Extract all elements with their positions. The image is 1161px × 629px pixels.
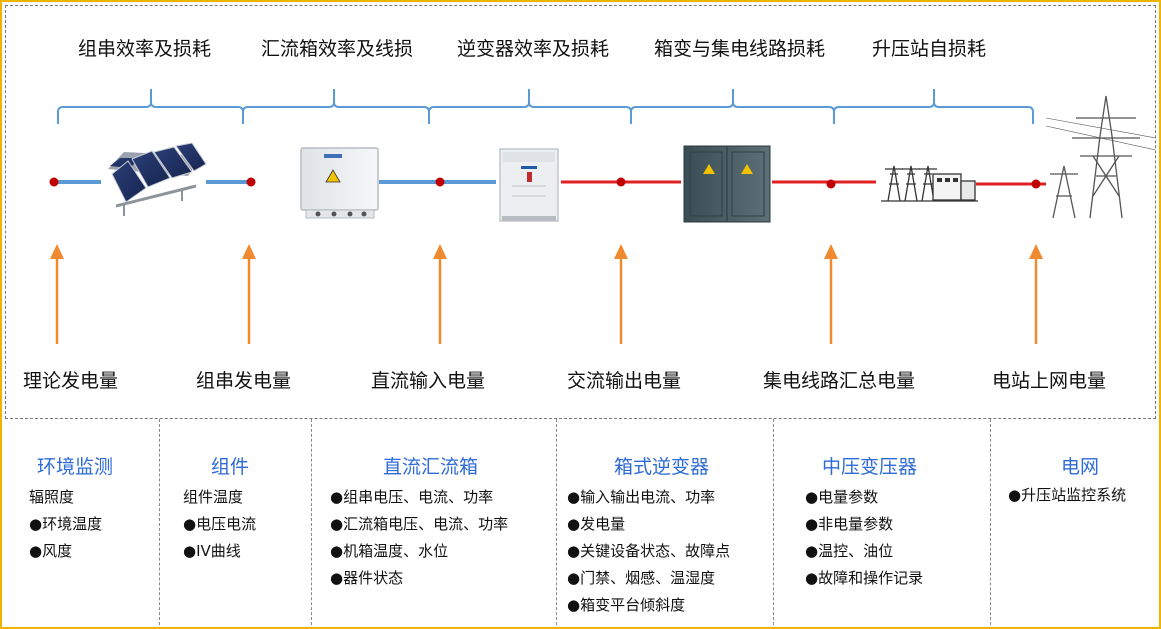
energy-arrows <box>50 244 1043 344</box>
column-divider <box>990 419 991 625</box>
loss-brace-2 <box>242 89 430 124</box>
node-theoretical <box>49 177 59 187</box>
column-dc-combiner: 直流汇流箱 ●组串电压、电流、功率 ●汇流箱电压、电流、功率 ●机箱温度、水位 … <box>311 419 556 625</box>
column-item-list: ●升压站监控系统 <box>1008 485 1126 512</box>
node-string <box>246 177 256 187</box>
column-mv-transformer: 中压变压器 ●电量参数 ●非电量参数 ●温控、油位 ●故障和操作记录 <box>773 419 990 625</box>
loss-label-inverter: 逆变器效率及损耗 <box>457 38 610 60</box>
list-item: 辐照度 <box>29 488 75 506</box>
list-item: ●升压站监控系统 <box>1008 486 1127 504</box>
column-item-list: ●输入输出电流、功率 ●发电量 ●关键设备状态、故障点 ●门禁、烟感、温湿度 ●… <box>567 487 730 622</box>
column-title: 箱式逆变器 <box>614 456 710 478</box>
energy-label-theoretical: 理论发电量 <box>23 370 119 392</box>
loss-label-combiner: 汇流箱效率及线损 <box>261 38 414 60</box>
list-item: ●器件状态 <box>330 569 404 587</box>
substation-icon <box>881 165 978 202</box>
column-divider <box>311 419 312 625</box>
energy-label-collection: 集电线路汇总电量 <box>763 370 916 392</box>
loss-label-transformer: 箱变与集电线路损耗 <box>654 38 826 60</box>
arrow-dc-input <box>433 244 447 344</box>
list-item: ●组串电压、电流、功率 <box>330 488 494 506</box>
monitoring-section: 环境监测 辐照度 ●环境温度 ●风度 组件 组件温度 ●电压电流 ●IV曲线 直… <box>5 419 1155 625</box>
node-collection <box>826 179 836 189</box>
list-item: ●电量参数 <box>805 488 879 506</box>
arrow-collection <box>824 244 838 344</box>
list-item: ●关键设备状态、故障点 <box>567 542 731 560</box>
node-grid <box>1031 179 1041 189</box>
arrow-grid <box>1029 244 1043 344</box>
box-transformer-icon <box>683 145 771 223</box>
loss-brace-5 <box>833 89 1034 124</box>
loss-brace-4 <box>630 89 835 124</box>
list-item: ●IV曲线 <box>183 542 241 560</box>
combiner-box-icon <box>300 147 379 219</box>
column-item-list: 组件温度 ●电压电流 ●IV曲线 <box>183 487 256 568</box>
arrow-string <box>242 244 256 344</box>
inverter-icon <box>499 148 559 222</box>
column-title: 组件 <box>211 456 250 478</box>
column-divider <box>773 419 774 625</box>
node-ac-output <box>616 177 626 187</box>
list-item: ●温控、油位 <box>805 542 894 560</box>
column-box-inverter: 箱式逆变器 ●输入输出电流、功率 ●发电量 ●关键设备状态、故障点 ●门禁、烟感… <box>556 419 773 625</box>
list-item: ●环境温度 <box>29 515 103 533</box>
list-item: ●非电量参数 <box>805 515 894 533</box>
flow-nodes <box>49 177 1041 189</box>
column-divider <box>159 419 160 625</box>
arrow-theoretical <box>50 244 64 344</box>
list-item: ●电压电流 <box>183 515 257 533</box>
loss-brace-1 <box>57 89 244 124</box>
energy-flow-diagram <box>49 89 1155 344</box>
column-item-list: 辐照度 ●环境温度 ●风度 <box>29 487 102 568</box>
energy-flow-section: 组串效率及损耗 汇流箱效率及线损 逆变器效率及损耗 箱变与集电线路损耗 升压站自… <box>5 5 1156 419</box>
arrow-ac-output <box>614 244 628 344</box>
column-title: 环境监测 <box>37 456 114 478</box>
list-item: 组件温度 <box>183 488 244 506</box>
transmission-tower-icon <box>1045 95 1155 219</box>
energy-label-ac-output: 交流输出电量 <box>567 370 682 392</box>
energy-label-string: 组串发电量 <box>196 370 292 392</box>
column-item-list: ●组串电压、电流、功率 ●汇流箱电压、电流、功率 ●机箱温度、水位 ●器件状态 <box>330 487 508 595</box>
list-item: ●箱变平台倾斜度 <box>567 596 686 614</box>
energy-label-dc-input: 直流输入电量 <box>371 370 486 392</box>
node-dc-input <box>435 177 445 187</box>
solar-panel-icon <box>108 142 207 216</box>
list-item: ●汇流箱电压、电流、功率 <box>330 515 509 533</box>
list-item: ●故障和操作记录 <box>805 569 924 587</box>
column-item-list: ●电量参数 ●非电量参数 ●温控、油位 ●故障和操作记录 <box>805 487 923 595</box>
loss-brace-3 <box>428 89 632 124</box>
column-title: 直流汇流箱 <box>383 456 479 478</box>
list-item: ●输入输出电流、功率 <box>567 488 716 506</box>
column-divider <box>556 419 557 625</box>
column-grid: 电网 ●升压站监控系统 <box>990 419 1155 625</box>
list-item: ●门禁、烟感、温湿度 <box>567 569 716 587</box>
list-item: ●发电量 <box>567 515 626 533</box>
list-item: ●机箱温度、水位 <box>330 542 449 560</box>
column-environment: 环境监测 辐照度 ●环境温度 ●风度 <box>5 419 159 625</box>
loss-label-substation: 升压站自损耗 <box>872 38 987 60</box>
column-module: 组件 组件温度 ●电压电流 ●IV曲线 <box>159 419 311 625</box>
loss-label-string: 组串效率及损耗 <box>78 38 212 60</box>
column-title: 电网 <box>1061 456 1100 478</box>
energy-label-grid: 电站上网电量 <box>992 370 1107 392</box>
column-title: 中压变压器 <box>822 456 918 478</box>
list-item: ●风度 <box>29 542 73 560</box>
